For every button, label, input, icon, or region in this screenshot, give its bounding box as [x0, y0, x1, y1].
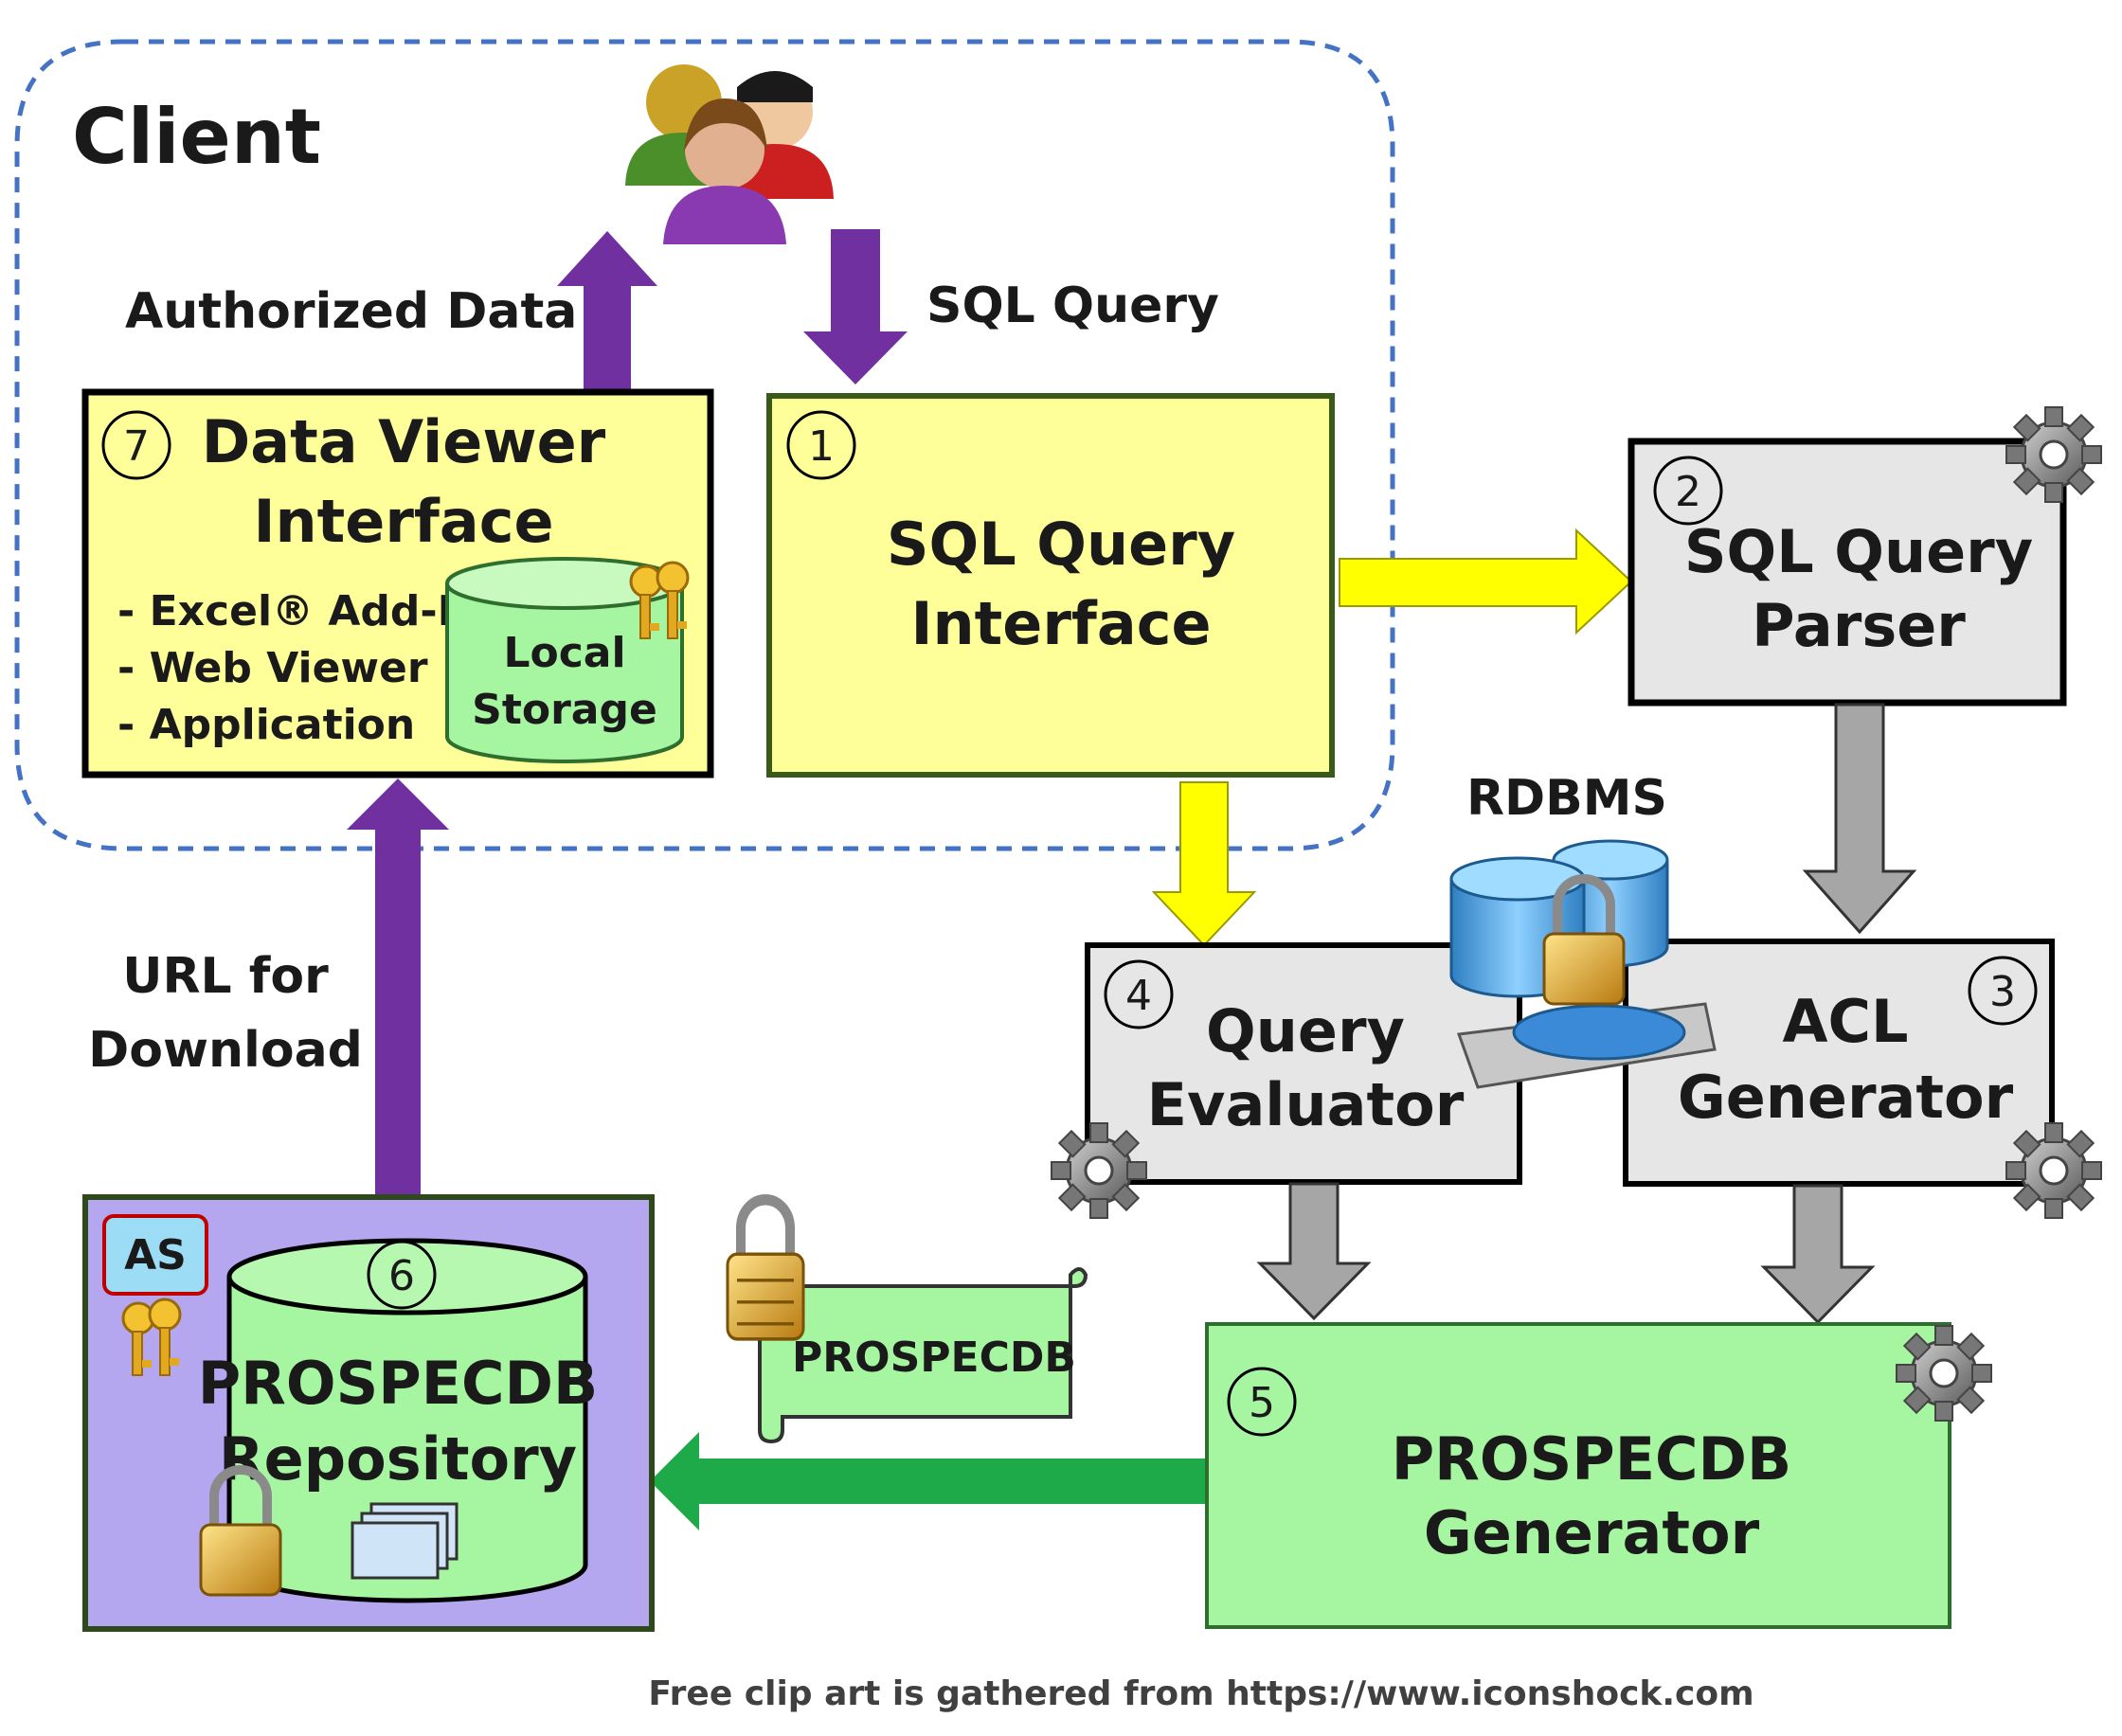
box-number: 3: [1989, 968, 2016, 1016]
query-evaluator-box: 4 Query Evaluator: [1050, 942, 1522, 1220]
documents-icon: [351, 1502, 459, 1580]
gray-arrow-evaluator-to-generator: [1256, 1182, 1372, 1321]
box-title-line-1: SQL Query: [1684, 517, 2033, 586]
sql-query-label: SQL Query: [926, 277, 1219, 334]
authorized-data-arrow: [557, 231, 657, 394]
sql-query-interface-box: 1 SQL Query Interface: [766, 393, 1335, 778]
users-icon: [625, 64, 834, 244]
combination-lock-icon: [726, 1193, 805, 1341]
box-title-line-2: Parser: [1752, 591, 1966, 660]
gear-icon: [2005, 1121, 2103, 1220]
box-title-line-1: PROSPECDB: [1392, 1424, 1792, 1494]
gray-arrow-parser-to-acl: [1802, 703, 1917, 935]
box-number: 6: [388, 1252, 415, 1300]
box-title-line-2: Evaluator: [1147, 1070, 1465, 1139]
prospecdb-generator-box: 5 PROSPECDB Generator: [1205, 1322, 1993, 1629]
storage-label-line-1: Local: [503, 629, 625, 677]
gray-arrow-acl-to-generator: [1760, 1184, 1876, 1325]
box-number: 1: [808, 422, 835, 471]
viewer-item-excel: - Excel® Add-In: [117, 587, 482, 635]
viewer-item-application: - Application: [117, 701, 415, 749]
gear-icon: [1895, 1324, 1993, 1423]
box-title-line-1: PROSPECDB: [198, 1349, 599, 1418]
yellow-arrow-to-parser: [1339, 528, 1633, 635]
sql-query-parser-box: 2 SQL Query Parser: [1627, 405, 2103, 707]
yellow-arrow-to-evaluator: [1151, 781, 1257, 947]
data-viewer-box: 7 Data Viewer Interface - Excel® Add-In …: [81, 388, 714, 779]
scroll-label: PROSPECDB: [792, 1333, 1076, 1382]
green-arrow-to-repository: [650, 1432, 1205, 1530]
box-title-line-2: Interface: [910, 589, 1211, 658]
sql-query-arrow: [803, 229, 908, 385]
as-badge: AS: [124, 1231, 187, 1280]
authorized-data-label: Authorized Data: [125, 283, 577, 340]
box-title-line-1: SQL Query: [887, 510, 1235, 579]
local-storage-cylinder: Local Storage: [445, 557, 684, 763]
client-boundary: [14, 39, 1395, 851]
box-number: 5: [1249, 1379, 1275, 1427]
box-title-line-1: Data Viewer: [202, 407, 606, 476]
box-title-line-2: Generator: [1678, 1063, 2014, 1132]
url-download-arrow: [347, 779, 449, 1197]
box-number: 2: [1675, 468, 1701, 516]
prospecdb-scroll: PROSPECDB: [758, 1267, 1088, 1444]
client-title: Client: [72, 93, 321, 181]
gear-icon: [2005, 405, 2103, 504]
box-title-line-2: Interface: [253, 487, 553, 556]
storage-label-line-2: Storage: [472, 686, 657, 734]
box-title-line-2: Repository: [219, 1424, 577, 1494]
box-title-line-2: Generator: [1424, 1498, 1760, 1567]
repository-cylinder: [226, 1238, 588, 1603]
box-number: 7: [123, 422, 150, 471]
gear-icon: [1050, 1121, 1148, 1220]
box-title-line-1: Query: [1206, 996, 1405, 1065]
box-number: 4: [1125, 972, 1152, 1020]
viewer-item-web: - Web Viewer: [117, 644, 428, 692]
rdbms-label: RDBMS: [1466, 770, 1667, 827]
footer-credit: Free clip art is gathered from https://w…: [648, 1674, 1753, 1713]
repository-box: AS 6 PROSPECDB Repository: [82, 1194, 655, 1632]
acl-generator-box: 3 ACL Generator: [1623, 939, 2103, 1220]
box-title-line-1: ACL: [1783, 987, 1909, 1056]
url-label-line-1: URL for: [122, 948, 329, 1005]
url-label-line-2: Download: [88, 1022, 363, 1079]
